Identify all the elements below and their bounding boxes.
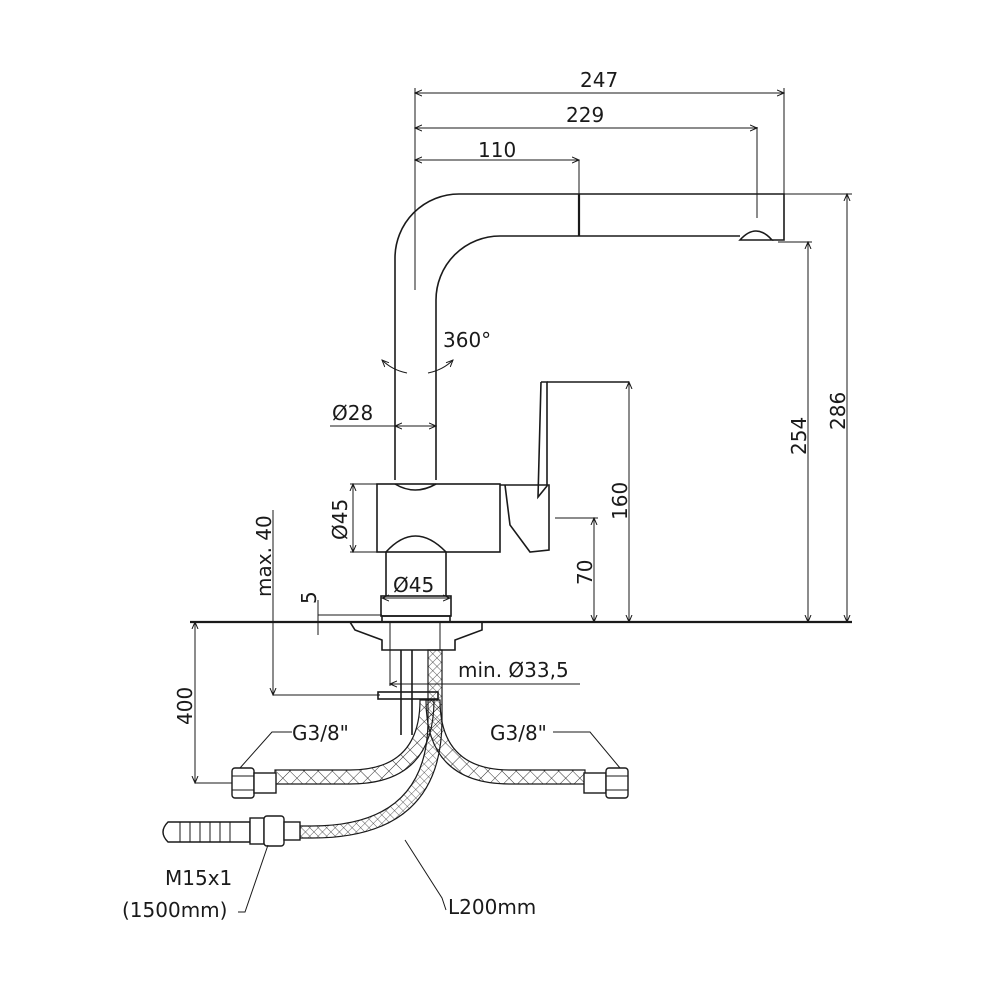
dim-outlet-height: 254 [787,417,811,455]
mounting-flange [348,621,483,651]
dim-hole-diameter: min. Ø33,5 [458,658,569,682]
diameter-dimensions [330,426,450,598]
dim-base-diameter: Ø45 [393,573,434,597]
mounting-dimensions [195,510,580,783]
rotation-arrows [382,360,453,374]
pullout-connector [162,815,301,847]
dim-hose-depth: 400 [173,687,197,725]
dim-reach-pullout: 110 [478,138,516,162]
supply-hose-left [274,699,435,785]
callout-connection-right: G3/8" [490,721,547,745]
top-dimensions [415,88,784,290]
callout-pullout-length: (1500mm) [122,898,227,922]
connector-right [583,767,629,799]
aerator [738,230,774,241]
callout-supply-hose: L200mm [448,895,536,919]
dim-lever-height: 160 [608,482,632,520]
dim-reach-total: 247 [580,68,618,92]
dim-spout-diameter: Ø28 [332,401,373,425]
supply-hose-right [425,699,586,785]
height-dimensions [555,194,852,622]
faucet-body [376,483,550,553]
rotation-label: 360° [443,328,491,352]
lever-handle [537,381,629,500]
dim-reach-aerator: 229 [566,103,604,127]
connector-left [231,767,277,799]
dim-gasket: 5 [297,591,321,604]
dim-outlet-height-low: 70 [573,560,597,585]
dim-max-deck: max. 40 [252,515,276,597]
dim-body-diameter: Ø45 [328,499,352,540]
callout-connection-left: G3/8" [292,721,349,745]
callout-pullout-thread: M15x1 [165,866,232,890]
spout [394,193,785,480]
callout-leaders [238,731,621,913]
dim-total-height: 286 [826,392,850,430]
